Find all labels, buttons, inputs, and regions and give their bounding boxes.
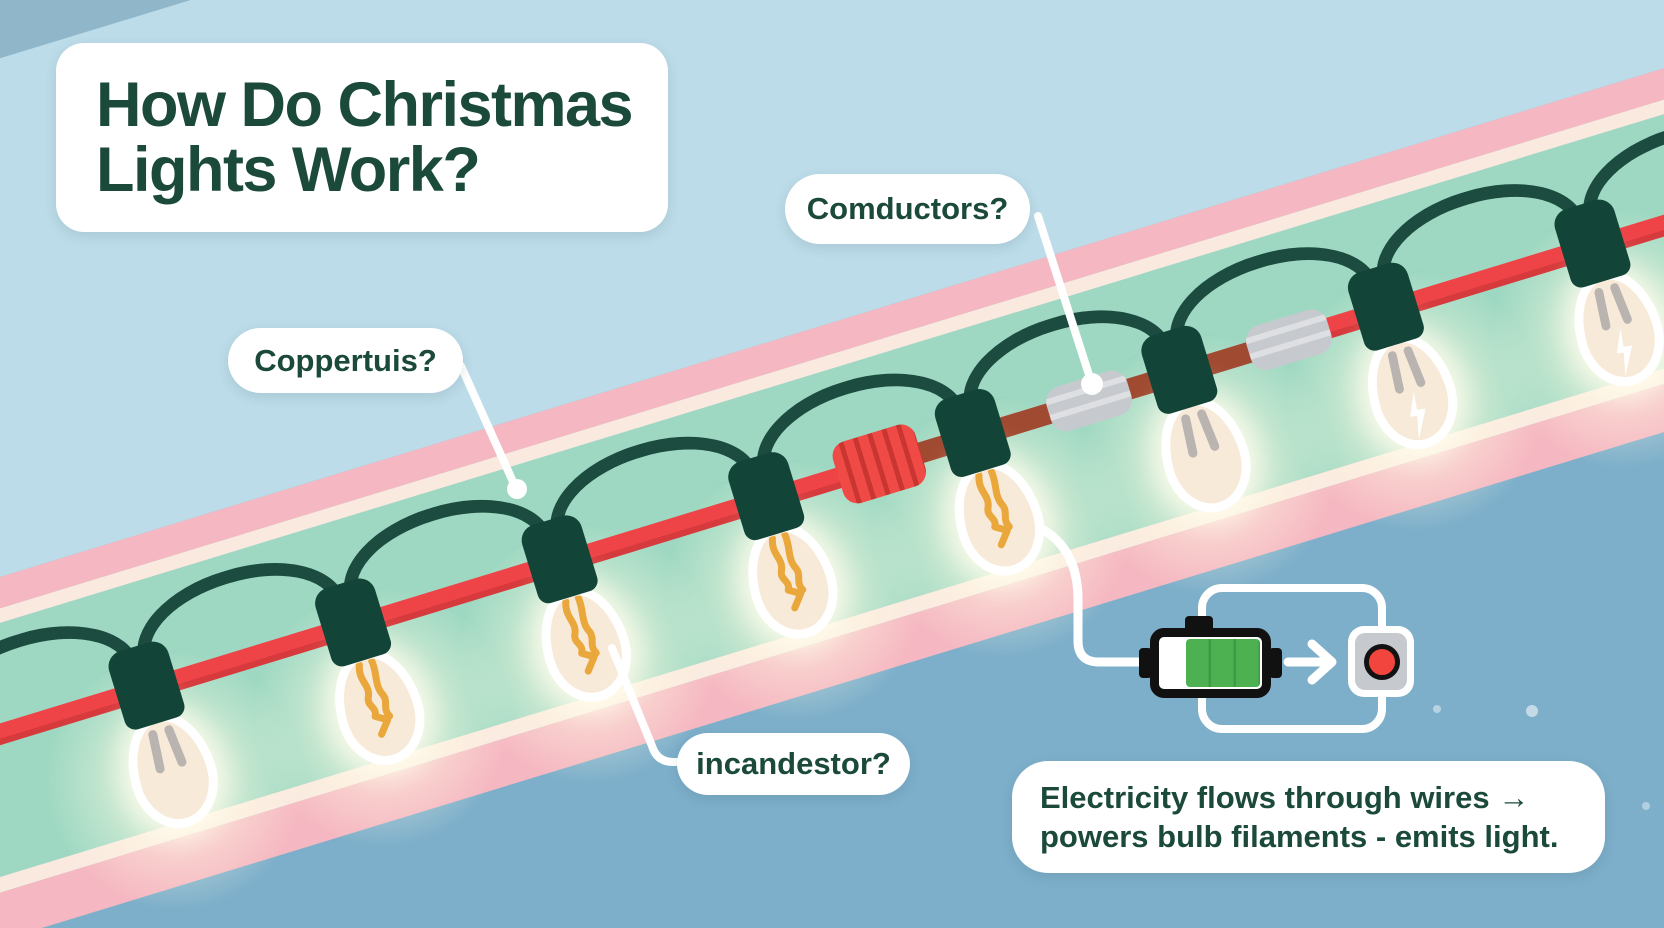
bolt-filament-icon	[1410, 391, 1426, 440]
page-title-line2: Lights Work?	[96, 135, 481, 205]
bolt-filament-icon	[1616, 328, 1633, 377]
light-bulb	[113, 701, 231, 840]
light-bulb	[733, 511, 850, 650]
caption-box: Electricity flows through wires → powers…	[1012, 761, 1605, 873]
light-bulb	[1146, 385, 1264, 524]
light-bulb	[1559, 259, 1664, 398]
title-card: How Do Christmas Lights Work?	[56, 43, 668, 232]
prong-filament-icon	[1181, 409, 1220, 458]
caption-line1: Electricity flows through wires →	[1040, 780, 1530, 815]
amber-filament-icon	[355, 657, 394, 738]
prong-filament-icon	[148, 725, 187, 774]
light-bulb	[1352, 322, 1470, 461]
battery-charge-level	[1186, 639, 1260, 687]
label-conductors: Comductors?	[785, 174, 1030, 244]
label-copper-wire: Coppertuis?	[228, 328, 463, 393]
caption-line2: powers bulb filaments - emits light.	[1040, 819, 1559, 854]
label-conductors-text: Comductors?	[806, 191, 1009, 226]
label-incandescent-text: incandestor?	[696, 746, 891, 781]
prong-filament-icon	[1387, 346, 1426, 394]
switch-button-icon[interactable]	[1364, 644, 1400, 680]
label-copper-text: Coppertuis?	[254, 342, 437, 378]
light-bulb	[526, 574, 644, 713]
light-bulb	[939, 448, 1057, 587]
amber-filament-icon	[768, 531, 807, 612]
label-incandescent: incandestor?	[677, 733, 910, 795]
amber-filament-icon	[975, 467, 1013, 549]
light-bulb	[320, 637, 437, 776]
prong-filament-icon	[1594, 283, 1632, 331]
amber-filament-icon	[562, 594, 600, 675]
page-title-line1: How Do Christmas	[96, 70, 634, 140]
